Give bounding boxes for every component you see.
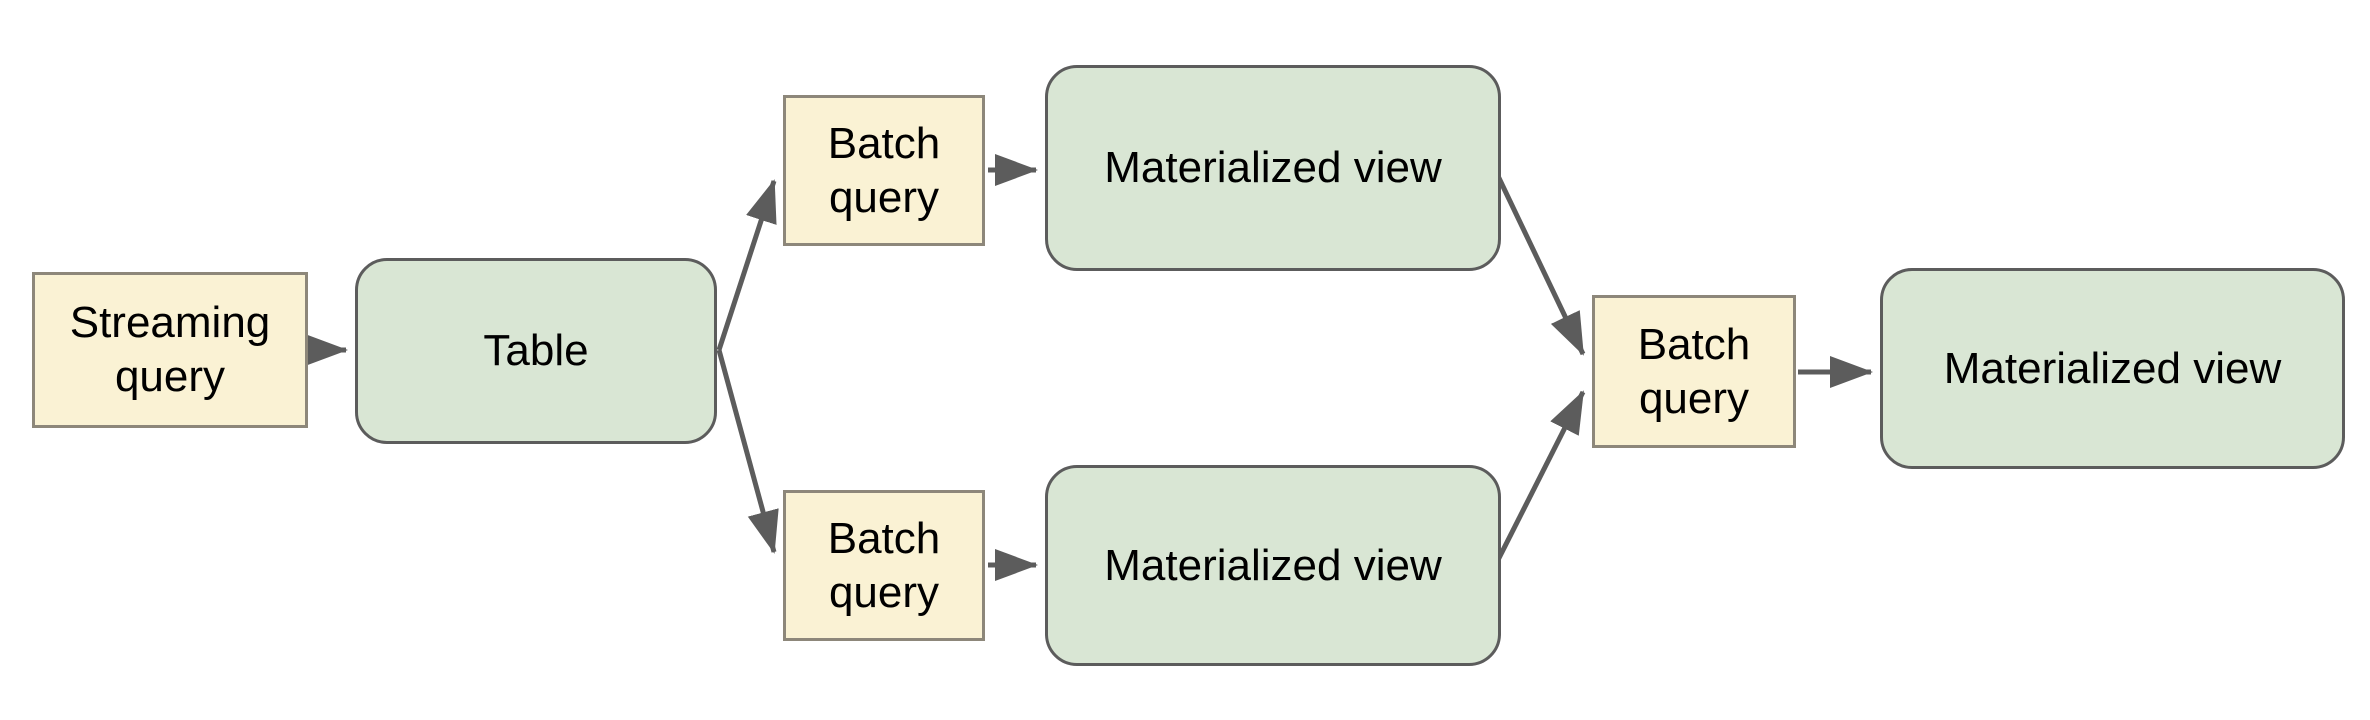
node-materialized-view-top[interactable]: Materialized view <box>1045 65 1501 271</box>
edge-table-to-batch-top <box>716 179 777 351</box>
edge-mv-bottom-to-batch-right <box>1495 390 1586 562</box>
node-table[interactable]: Table <box>355 258 717 444</box>
node-batch-query-bottom[interactable]: Batch query <box>783 490 985 641</box>
node-batch-query-right[interactable]: Batch query <box>1592 295 1796 448</box>
node-batch-query-top[interactable]: Batch query <box>783 95 985 246</box>
edge-mv-top-to-batch-right <box>1495 174 1586 356</box>
node-materialized-view-right[interactable]: Materialized view <box>1880 268 2345 469</box>
node-materialized-view-bottom[interactable]: Materialized view <box>1045 465 1501 666</box>
edge-table-to-batch-bottom <box>716 349 779 554</box>
node-streaming-query[interactable]: Streaming query <box>32 272 308 428</box>
